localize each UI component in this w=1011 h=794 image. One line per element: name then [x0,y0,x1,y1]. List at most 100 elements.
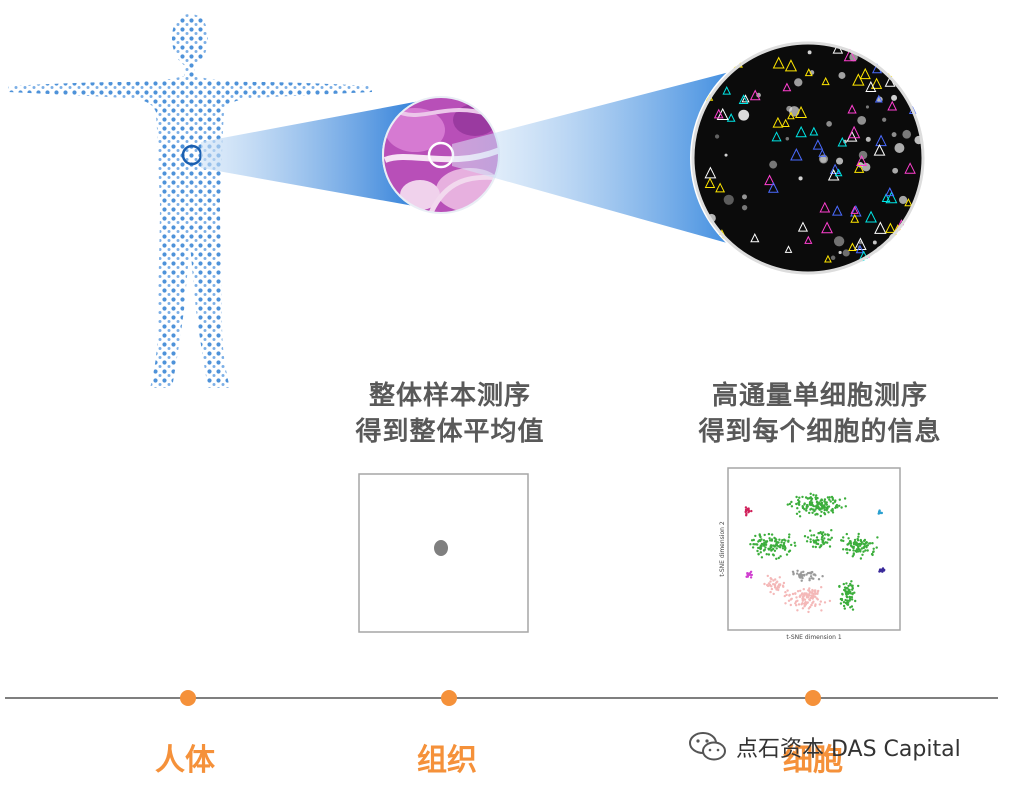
tsne-point [817,578,821,581]
tsne-point [845,587,848,590]
tsne-y-label: t-SNE dimension 2 [719,521,726,577]
tsne-point [848,599,851,602]
cell-marker [704,177,716,188]
tsne-point [772,592,775,596]
tsne-point [823,498,827,501]
tsne-point [757,553,760,556]
tsne-point [805,540,809,543]
tsne-point [777,588,780,592]
tsne-point [814,496,817,499]
tsne-point [809,496,812,499]
tsne-point [846,548,849,551]
tsne-point [819,544,822,547]
cell-marker [881,193,891,202]
tsne-point [859,550,862,553]
cell-marker [906,219,917,231]
tsne-point [816,590,819,594]
tsne-point [763,548,766,551]
tsne-point [801,607,805,610]
tsne-point [798,510,801,513]
tsne-point [783,594,786,598]
tsne-point [767,532,771,536]
cell-glow [830,255,836,261]
cell-marker [874,221,887,234]
cell-marker [850,205,859,214]
tsne-point [796,569,799,572]
cell-glow [906,46,916,56]
tsne-point [796,590,800,593]
tsne-point [814,603,817,606]
tsne-point [823,542,826,545]
tsne-point [796,599,799,602]
tsne-point [808,571,811,575]
cell-glow [836,157,844,165]
tsne-point [815,512,818,516]
tsne-point [820,532,824,536]
tsne-point [802,594,806,597]
cell-marker [874,94,883,103]
cell-marker [715,182,726,193]
tsne-point [772,544,775,547]
tsne-point [767,548,771,551]
tsne-point [832,502,835,505]
tsne-point [841,593,844,596]
tsne-point [823,533,827,536]
tsne-point [785,553,789,556]
tsne-point [802,574,806,577]
tsne-point [810,594,813,597]
tsne-point [773,536,776,540]
cell-glow [865,105,869,109]
tsne-point [811,589,814,592]
cell-marker [767,181,779,193]
cell-marker [885,222,896,233]
tsne-point [788,502,792,506]
cell-glow [915,90,924,99]
tsne-point [846,599,849,602]
cell-marker [771,131,782,142]
tsne-point [851,608,855,611]
tsne-point [770,587,774,591]
cell-marker [706,49,718,61]
tsne-point [844,505,847,508]
tsne-point [789,603,792,607]
tsne-point [814,545,817,549]
tsne-point [820,538,823,541]
tsne-point [849,542,853,545]
cell-marker [790,148,803,161]
tsne-point [847,542,850,546]
tsne-point [843,497,847,500]
tsne-point [810,577,814,580]
tsne-point [758,546,761,550]
cell-marker [875,134,887,147]
cell-marker [843,48,857,62]
tsne-point [862,550,865,553]
tsne-point [786,503,789,506]
tsne-point [770,577,773,581]
cell-marker [886,50,896,60]
tsne-point [800,573,804,577]
tsne-point [848,540,852,543]
tsne-point [808,511,811,515]
cell-glow [786,105,793,112]
cell-marker [784,59,798,72]
cell-marker [848,242,857,252]
tsne-point [758,533,761,536]
tsne-point [804,496,808,499]
tsne-point [808,590,811,593]
label-tissue: 组织 [417,743,477,778]
zoom-beam-tissue [201,100,425,208]
tsne-point [828,498,831,501]
single-cell-image [690,40,926,276]
cell-glow [741,204,748,211]
tsne-point [770,533,774,536]
cell-marker [795,125,807,138]
cell-marker [716,107,729,120]
cell-glow [875,262,880,267]
tsne-point [805,596,809,599]
tsne-point [821,575,824,578]
tsne-point [744,506,748,509]
tsne-point [845,595,848,598]
tsne-point [850,598,854,601]
cell-marker [797,221,809,232]
cell-marker [856,154,868,167]
